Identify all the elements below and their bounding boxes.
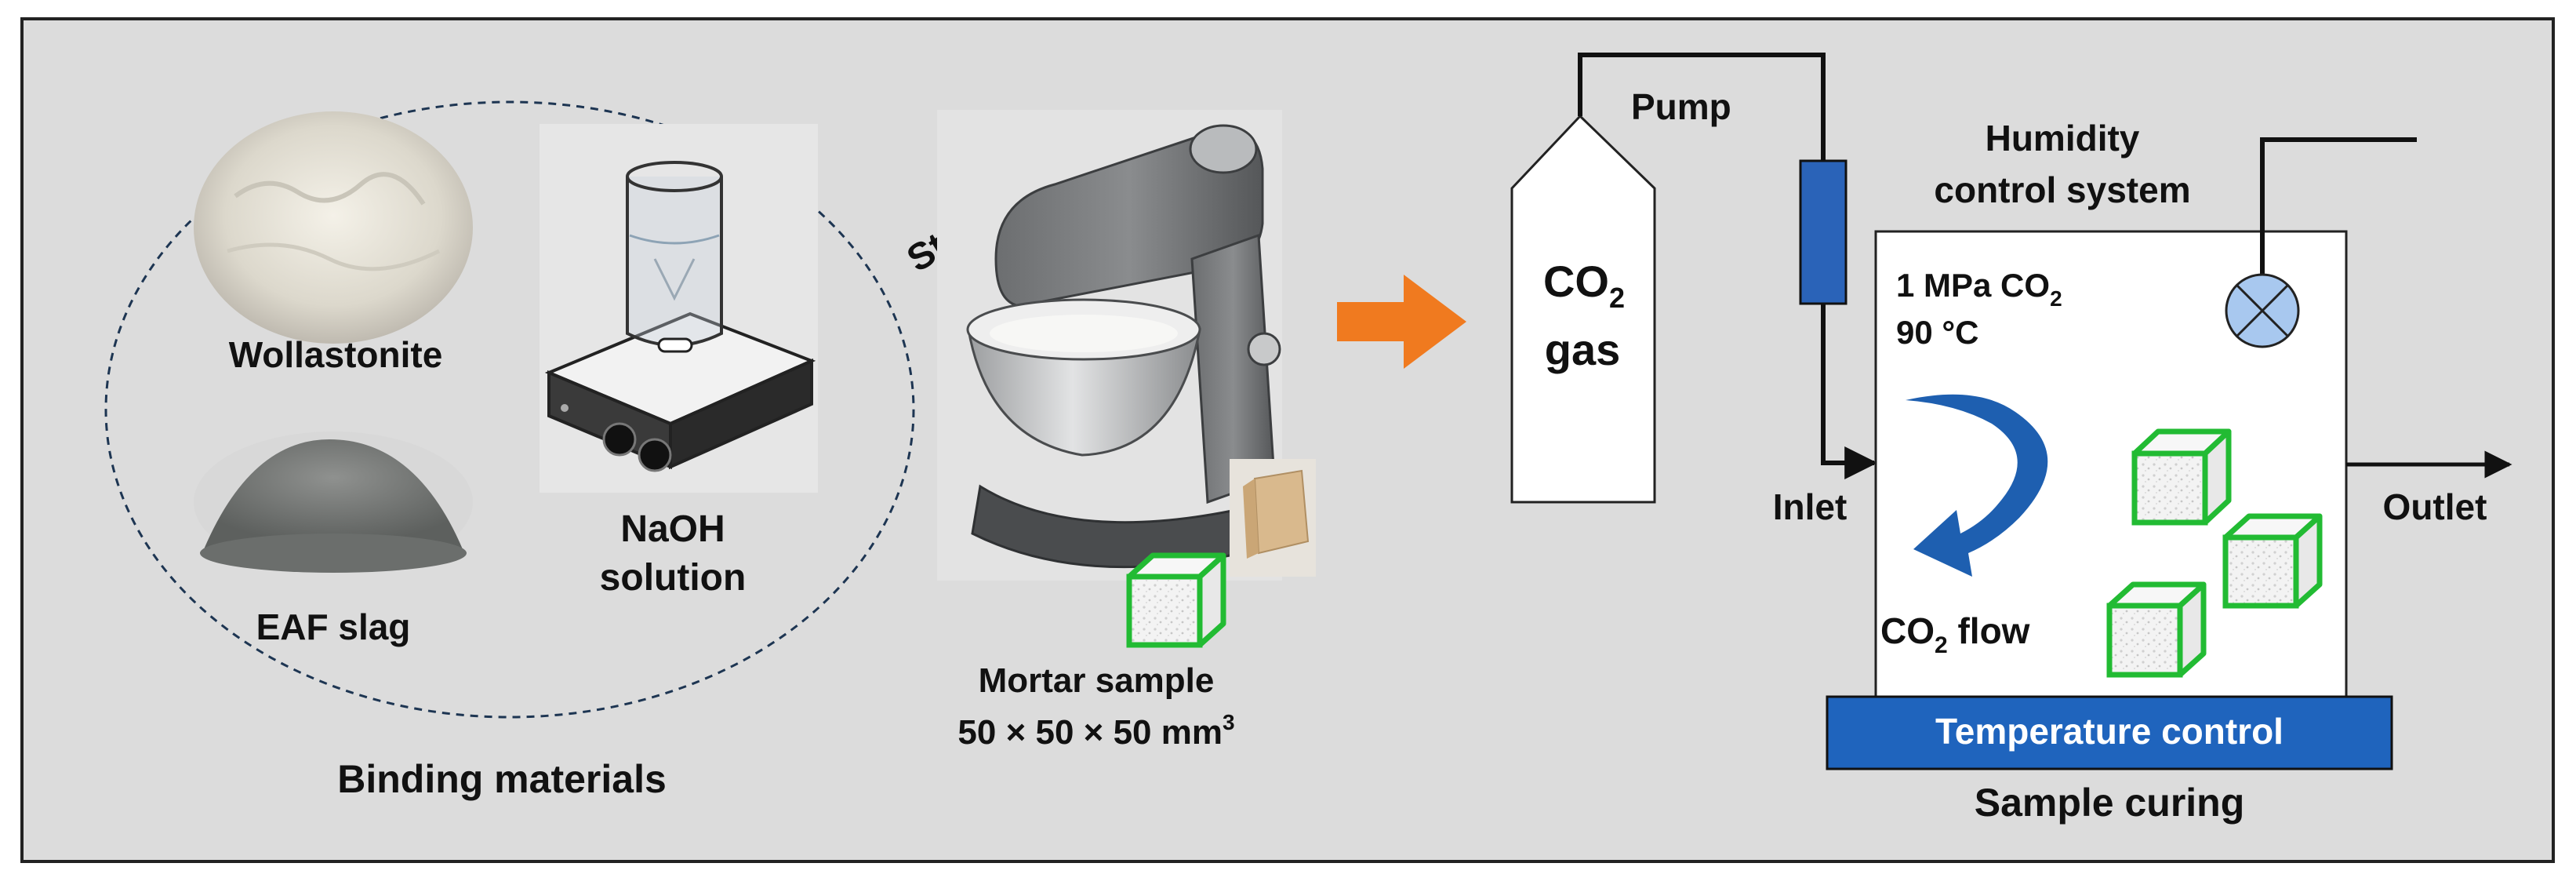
- gas-co-subscript: 2: [1609, 282, 1625, 314]
- humidity-label-line2: control system: [1934, 169, 2190, 210]
- gas-line: [1578, 53, 1826, 161]
- chamber-cube-3: [2106, 581, 2207, 678]
- eaf-slag-label: EAF slag: [256, 606, 411, 647]
- pump-label: Pump: [1631, 86, 1731, 127]
- chamber-cube-1: [2131, 428, 2232, 526]
- flow-co-subscript: 2: [1935, 632, 1948, 658]
- sample-size-text: 50 × 50 × 50 mm: [957, 713, 1223, 752]
- temperature-control-bar: [1826, 695, 2393, 770]
- flow-word-text: flow: [1948, 610, 2030, 651]
- wollastonite-icon: [194, 111, 473, 344]
- mortar-block-photo: [1230, 459, 1316, 577]
- mortar-sample-size: 50 × 50 × 50 mm3: [957, 710, 1234, 752]
- eaf-slag-icon: [194, 432, 473, 573]
- binding-materials-caption: Binding materials: [337, 757, 667, 801]
- inlet-label: Inlet: [1773, 486, 1848, 527]
- stand-mixer-icon: [937, 110, 1288, 581]
- valve-icon: [2225, 273, 2300, 348]
- binding-materials-group: [104, 100, 915, 719]
- chamber-cube-2: [2222, 513, 2323, 609]
- pressure-subscript: 2: [2050, 286, 2062, 311]
- naoh-stirrer-icon: [540, 124, 818, 493]
- pressure-text: 1 MPa CO: [1896, 267, 2050, 304]
- mortar-sample-cube: [1126, 552, 1226, 648]
- naoh-label-line2: solution: [600, 557, 747, 599]
- sample-size-superscript: 3: [1223, 710, 1235, 734]
- pressure-label: 1 MPa CO2: [1896, 267, 2062, 311]
- gas-co2-label: CO2: [1543, 257, 1625, 314]
- pump-icon: [1799, 159, 1848, 305]
- inlet-line: [1821, 302, 1878, 479]
- gas-co-text: CO: [1543, 257, 1609, 306]
- gas-word-label: gas: [1545, 325, 1621, 374]
- circular-flow-arrow-icon: [1906, 394, 2048, 577]
- humidity-line: [2260, 137, 2417, 275]
- temperature-setpoint-label: 90 °C: [1896, 314, 1979, 351]
- temperature-control-label: Temperature control: [1935, 711, 2284, 752]
- wollastonite-label: Wollastonite: [229, 334, 443, 375]
- flow-co-text: CO: [1880, 610, 1935, 651]
- sample-curing-caption: Sample curing: [1975, 781, 2245, 825]
- outlet-label: Outlet: [2383, 486, 2487, 527]
- humidity-label-line1: Humidity: [1986, 118, 2140, 158]
- mortar-sample-label: Mortar sample: [979, 661, 1215, 700]
- co2-flow-label: CO2 flow: [1880, 610, 2030, 658]
- co2-gas-cylinder: [1510, 114, 1656, 504]
- naoh-label-line1: NaOH: [620, 508, 725, 550]
- process-arrow: [1337, 275, 1466, 369]
